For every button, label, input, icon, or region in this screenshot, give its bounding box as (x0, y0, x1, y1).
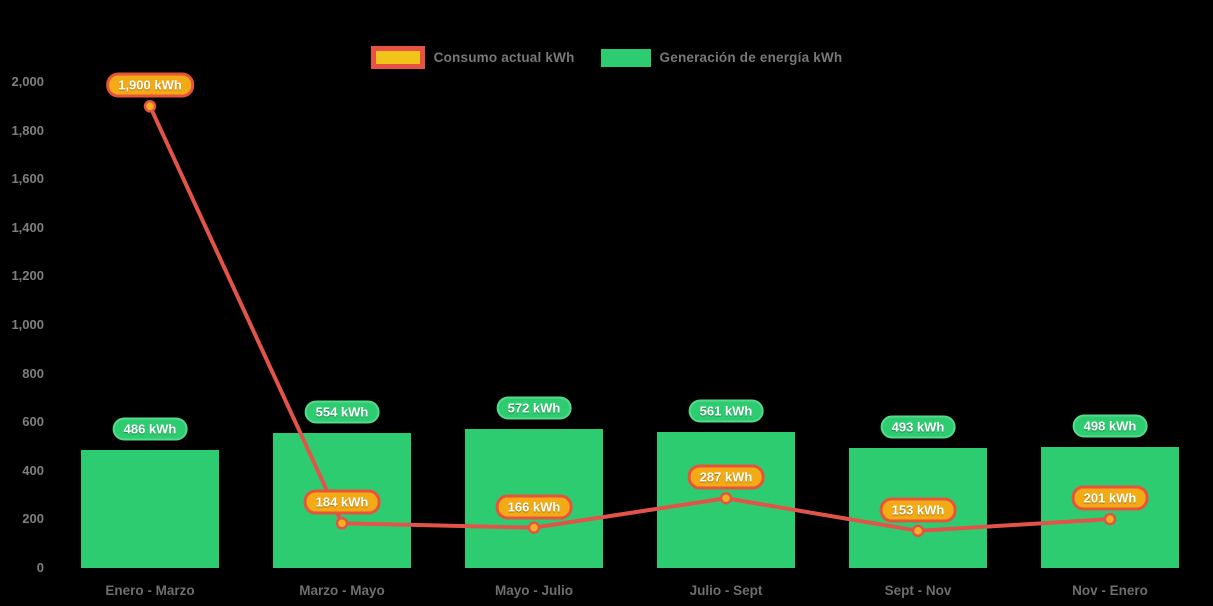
x-axis-label: Marzo - Mayo (299, 583, 385, 598)
legend-item-consumo[interactable]: Consumo actual kWh (370, 46, 575, 69)
y-axis-tick-label: 2,000 (11, 74, 44, 89)
y-axis-tick-label: 1,400 (11, 219, 44, 235)
data-point-consumo[interactable] (719, 492, 733, 505)
point-value-badge: 166 kWh (495, 494, 573, 520)
legend: Consumo actual kWh Generación de energía… (0, 46, 1213, 69)
point-value-badge: 153 kWh (879, 497, 957, 523)
x-axis-label: Sept - Nov (884, 583, 952, 598)
bar-value-badge: 561 kWh (688, 399, 764, 423)
bar-value-badge: 572 kWh (496, 396, 572, 420)
legend-swatch-generacion (600, 48, 651, 67)
bar-value-badge: 498 kWh (1072, 414, 1148, 438)
y-axis-tick-label: 1,800 (11, 122, 44, 138)
data-point-consumo[interactable] (1103, 512, 1117, 526)
point-value-badge: 184 kWh (303, 489, 381, 515)
legend-item-generacion[interactable]: Generación de energía kWh (600, 48, 843, 67)
y-axis-tick-label: 0 (36, 560, 44, 575)
y-axis-tick-label: 1,200 (11, 268, 44, 284)
x-axis-label: Julio - Sept (689, 583, 763, 598)
x-axis-label: Mayo - Julio (494, 583, 574, 598)
y-axis-tick-label: 400 (22, 462, 44, 478)
data-point-consumo[interactable] (143, 100, 157, 113)
y-axis-tick-label: 600 (22, 414, 44, 430)
legend-label-generacion: Generación de energía kWh (659, 50, 843, 65)
bar-generacion[interactable] (81, 449, 219, 568)
x-axis-label: Nov - Enero (1072, 583, 1148, 598)
point-value-badge: 201 kWh (1071, 485, 1149, 511)
point-value-badge: 287 kWh (687, 464, 765, 490)
y-axis-tick-label: 1,000 (11, 317, 44, 332)
bar-value-badge: 486 kWh (112, 417, 188, 441)
legend-swatch-consumo (370, 46, 425, 69)
y-axis-tick-label: 800 (22, 365, 44, 381)
point-value-badge: 1,900 kWh (106, 72, 194, 98)
y-axis-tick-label: 1,600 (11, 171, 44, 187)
bar-value-badge: 493 kWh (880, 415, 956, 439)
data-point-consumo[interactable] (527, 521, 541, 534)
y-axis-tick-label: 200 (22, 511, 44, 527)
data-point-consumo[interactable] (335, 517, 349, 530)
x-axis-label: Enero - Marzo (105, 583, 195, 598)
data-point-consumo[interactable] (911, 524, 925, 538)
legend-label-consumo: Consumo actual kWh (433, 50, 575, 65)
bar-value-badge: 554 kWh (304, 400, 380, 424)
